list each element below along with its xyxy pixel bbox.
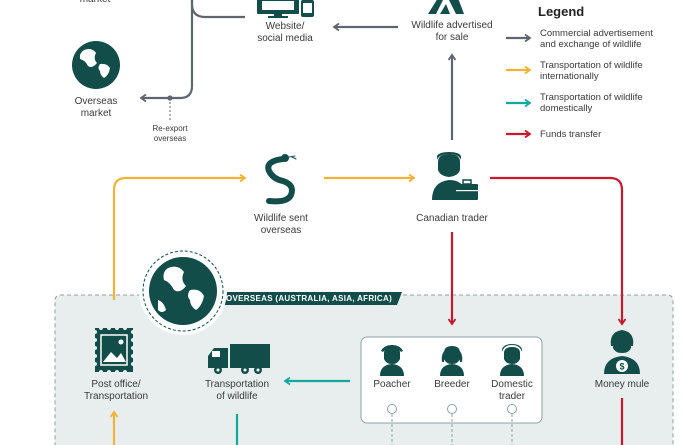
label-re-export: Re-export overseas [152,124,188,143]
website-monitor-icon [257,0,314,18]
label-breeder: Breeder [434,379,470,390]
arrow-website-to-market [190,0,245,19]
arrow-reexport [141,0,194,98]
legend-item-international: Transportation of wildlife international… [540,60,643,82]
money-mule-icon: $ [604,330,640,374]
label-transportation: Transportation of wildlife [204,379,270,402]
snake-icon [265,154,297,205]
poacher-icon [380,345,404,376]
region-label: OVERSEAS (AUSTRALIA, ASIA, AFRICA) [226,294,393,303]
label-domestic-trader: Domestic trader [491,379,533,402]
breeder-icon [440,346,464,376]
legend-swatches [506,38,530,134]
label-overseas-market: Overseas market [74,96,118,119]
domestic-trader-icon [500,344,524,376]
arrow-trader-to-mule [490,176,622,324]
label-poacher: Poacher [373,379,411,390]
label-overseas-market-top: market [70,0,120,6]
region-label-banner [218,292,402,305]
label-money-mule: Money mule [594,379,650,390]
legend-item-commercial: Commercial advertisement and exchange of… [540,28,653,50]
legend-item-funds: Funds transfer [540,129,602,140]
label-wildlife-advertised: Wildlife advertised for sale [411,20,493,43]
label-post-office: Post office/ Transportation [83,379,149,402]
svg-text:$: $ [619,362,624,372]
label-website: Website/ social media [257,21,313,44]
label-wildlife-sent: Wildlife sent overseas [254,213,308,236]
region-globe-icon [139,247,227,335]
suppliers-box [360,336,543,424]
supplier-connectors [387,404,517,445]
label-canadian-trader: Canadian trader [416,213,488,224]
advertised-animal-icon [428,0,464,14]
stamp-icon [93,326,135,374]
legend-title: Legend [538,4,585,19]
globe-icon [72,41,120,89]
arrow-postoffice-to-sent [112,178,245,300]
legend-item-domestic: Transportation of wildlife domestically [540,92,643,114]
canadian-trader-icon [432,152,478,200]
truck-icon [208,344,270,374]
